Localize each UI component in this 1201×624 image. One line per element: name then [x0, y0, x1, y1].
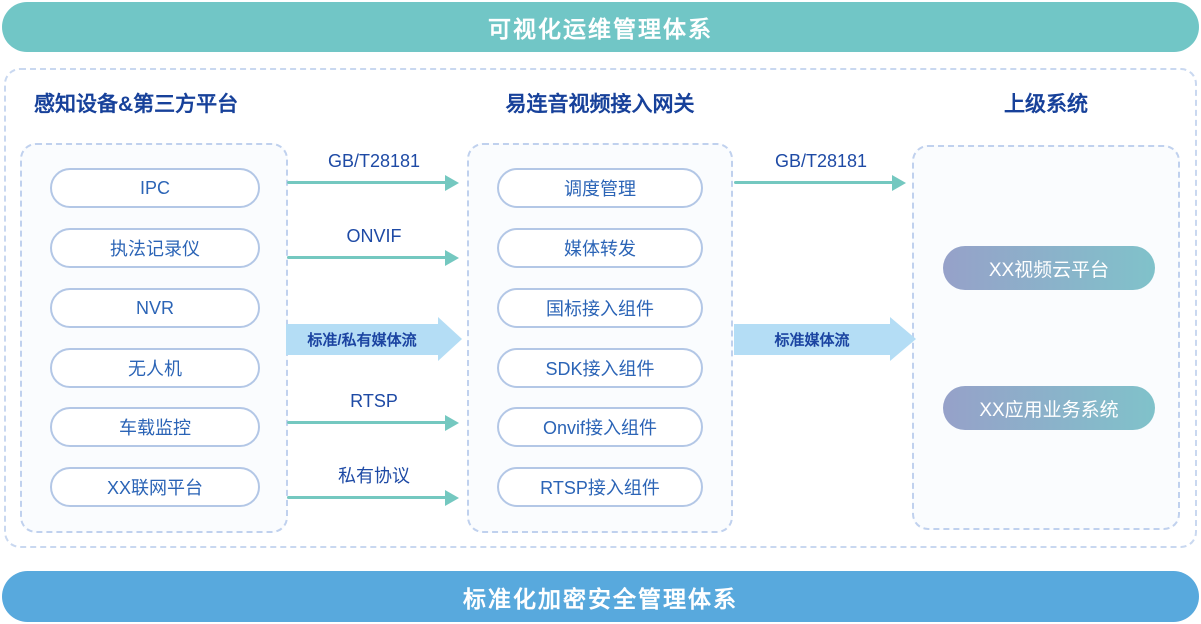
arrow-standard-private-media-stream: 标准/私有媒体流 — [286, 317, 464, 361]
arrow-label: 私有协议 — [338, 466, 410, 486]
arrow-label: GB/T28181 — [774, 151, 868, 171]
bottom-banner: 标准化加密安全管理体系 — [2, 571, 1199, 622]
upstream-node-business-system: XX应用业务系统 — [943, 386, 1155, 430]
thick-arrow-label: 标准/私有媒体流 — [307, 332, 417, 349]
thick-arrowhead-icon — [438, 317, 462, 361]
device-node-network-platform: XX联网平台 — [50, 467, 260, 507]
bottom-banner-label: 标准化加密安全管理体系 — [463, 585, 738, 612]
arrow-gbt28181-left: GB/T28181 — [287, 149, 461, 191]
arrow-onvif: ONVIF — [287, 224, 461, 266]
arrow-label: GB/T28181 — [327, 151, 421, 171]
arrow-line — [287, 256, 447, 259]
arrow-line — [287, 181, 447, 184]
arrow-line — [287, 496, 447, 499]
arrow-line — [287, 421, 447, 424]
gateway-node-sdk-access: SDK接入组件 — [497, 348, 703, 388]
thick-arrow-body — [286, 324, 438, 355]
gateway-column-title: 易连音视频接入网关 — [505, 93, 695, 116]
device-node-vehicle-monitor: 车载监控 — [50, 407, 260, 447]
arrow-rtsp: RTSP — [287, 389, 461, 431]
arrow-label: ONVIF — [346, 226, 402, 246]
arrowhead-icon — [892, 175, 906, 191]
arrowhead-icon — [445, 490, 459, 506]
upstream-node-video-cloud: XX视频云平台 — [943, 246, 1155, 290]
upstream-column-title: 上级系统 — [1004, 93, 1088, 116]
arrowhead-icon — [445, 415, 459, 431]
gateway-node-onvif-access: Onvif接入组件 — [497, 407, 703, 447]
devices-column-title: 感知设备&第三方平台 — [34, 93, 239, 116]
gateway-node-media-forward: 媒体转发 — [497, 228, 703, 268]
device-node-ipc: IPC — [50, 168, 260, 208]
gateway-node-dispatch: 调度管理 — [497, 168, 703, 208]
upstream-group-box: XX视频云平台 XX应用业务系统 — [912, 145, 1180, 530]
devices-group-box: IPC 执法记录仪 NVR 无人机 车载监控 XX联网平台 — [20, 143, 288, 533]
arrow-standard-media-stream: 标准媒体流 — [734, 317, 918, 361]
device-node-body-camera: 执法记录仪 — [50, 228, 260, 268]
arrow-line — [734, 181, 894, 184]
arrow-private-protocol: 私有协议 — [287, 464, 461, 506]
thick-arrow-label: 标准媒体流 — [774, 332, 850, 349]
thick-arrowhead-icon — [890, 317, 916, 361]
gateway-node-gb-access: 国标接入组件 — [497, 288, 703, 328]
device-node-drone: 无人机 — [50, 348, 260, 388]
top-banner-label: 可视化运维管理体系 — [488, 16, 713, 42]
arrowhead-icon — [445, 250, 459, 266]
arrow-gbt28181-right: GB/T28181 — [734, 149, 908, 191]
arrow-label: RTSP — [350, 391, 398, 411]
gateway-group-box: 调度管理 媒体转发 国标接入组件 SDK接入组件 Onvif接入组件 RTSP接… — [467, 143, 733, 533]
arrowhead-icon — [445, 175, 459, 191]
gateway-node-rtsp-access: RTSP接入组件 — [497, 467, 703, 507]
device-node-nvr: NVR — [50, 288, 260, 328]
thick-arrow-body — [734, 324, 890, 355]
top-banner: 可视化运维管理体系 — [2, 2, 1199, 52]
